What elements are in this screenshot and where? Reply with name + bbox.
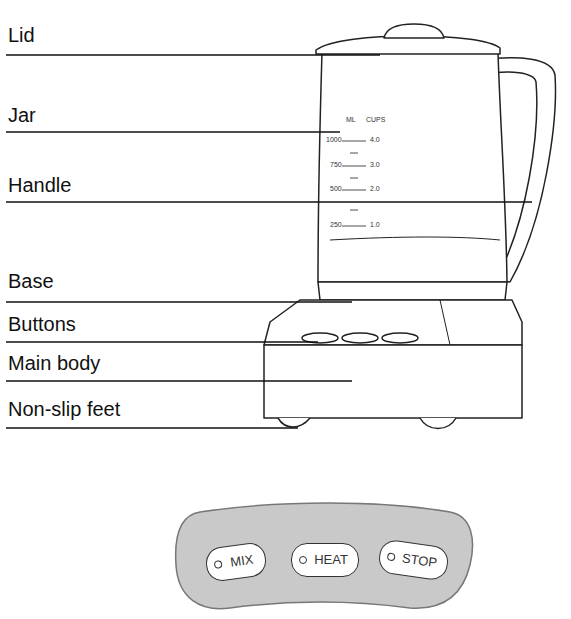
control-button: STOP	[377, 538, 450, 581]
body-top	[264, 300, 522, 345]
scale-mark: 2.0	[370, 185, 380, 193]
indicator-dot	[299, 556, 307, 564]
control-panel	[176, 503, 473, 609]
leader-lines	[6, 55, 532, 428]
lid-knob	[384, 24, 444, 38]
scale-mark: 1000	[326, 136, 342, 144]
jar-shape	[318, 52, 507, 282]
scale-mark: ML	[346, 116, 356, 124]
base-shape	[318, 282, 507, 300]
part-label: Handle	[8, 174, 71, 197]
part-label: Lid	[8, 24, 35, 47]
foot	[278, 418, 310, 427]
body-button	[382, 333, 418, 343]
scale-mark: 250	[330, 221, 342, 229]
body-edge	[440, 300, 450, 345]
foot	[420, 418, 456, 429]
indicator-dot	[387, 552, 396, 561]
indicator-dot	[214, 560, 223, 569]
measure-ticks	[342, 141, 366, 226]
part-label: Jar	[8, 104, 36, 127]
control-button: HEAT	[291, 543, 359, 577]
scale-mark: 500	[330, 185, 342, 193]
scale-mark: 4.0	[370, 136, 380, 144]
control-button: MIX	[204, 541, 268, 583]
scale-mark: 750	[330, 161, 342, 169]
button-label: HEAT	[314, 553, 348, 568]
part-label: Buttons	[8, 313, 76, 336]
scale-mark: 3.0	[370, 161, 380, 169]
scale-mark: CUPS	[366, 116, 385, 124]
jar-line	[330, 237, 500, 240]
part-label: Non-slip feet	[8, 398, 120, 421]
body-button	[342, 333, 378, 343]
scale-mark: 1.0	[370, 221, 380, 229]
part-label: Base	[8, 270, 54, 293]
part-label: Main body	[8, 352, 100, 375]
button-label: STOP	[401, 551, 438, 571]
button-label: MIX	[229, 552, 254, 570]
